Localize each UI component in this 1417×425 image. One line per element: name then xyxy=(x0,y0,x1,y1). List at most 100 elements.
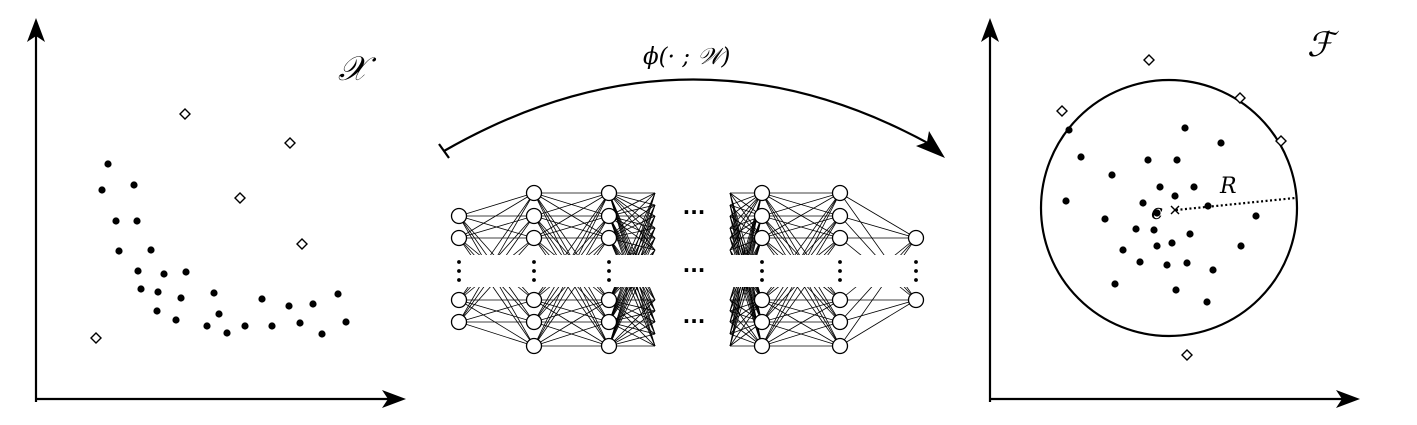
normal-point xyxy=(147,246,155,254)
ellipsis-dot xyxy=(914,269,918,273)
network-edge xyxy=(839,192,917,239)
normal-point xyxy=(1101,215,1109,223)
feature-space-y-arrowhead xyxy=(981,18,999,42)
network-node xyxy=(525,229,543,247)
normal-point xyxy=(1252,212,1260,220)
normal-point xyxy=(210,289,218,297)
ellipsis-dot xyxy=(760,260,764,264)
normal-point xyxy=(153,307,161,315)
network-edge xyxy=(458,192,535,217)
anomaly-point xyxy=(284,137,296,149)
normal-point xyxy=(104,160,112,168)
network-node xyxy=(753,184,771,202)
feature-space-panel: ℱ c R xyxy=(981,18,1360,408)
network-edge xyxy=(761,321,841,347)
input-space-normal-points xyxy=(98,160,350,338)
normal-point xyxy=(177,294,185,302)
ellipsis-dot xyxy=(760,278,764,282)
network-edge xyxy=(608,310,656,347)
network-node xyxy=(753,291,771,309)
network-edge xyxy=(533,299,610,347)
network-edge xyxy=(458,299,535,347)
network-edge xyxy=(458,299,535,323)
network-edge xyxy=(533,321,610,347)
network-vertical-ellipses xyxy=(457,260,918,282)
normal-point xyxy=(98,186,106,194)
network-node xyxy=(600,229,618,247)
feature-space-x-arrowhead xyxy=(1336,390,1360,408)
network-edges xyxy=(445,192,930,347)
normal-point xyxy=(1163,261,1171,269)
normal-point xyxy=(1190,183,1198,191)
network-edge xyxy=(533,192,610,239)
network-edge xyxy=(608,321,656,347)
radius-line xyxy=(1175,196,1296,212)
network-node xyxy=(907,291,925,309)
ellipsis-dot xyxy=(532,278,536,282)
network-node xyxy=(831,229,849,247)
input-space-anomalies xyxy=(90,108,308,344)
ellipsis-dot xyxy=(607,269,611,273)
radius-label: R xyxy=(1219,174,1237,199)
network-node xyxy=(525,337,543,355)
ellipsis-dot xyxy=(607,260,611,264)
network-edge xyxy=(608,299,656,347)
ellipsis-dot xyxy=(760,269,764,273)
network-edge xyxy=(839,299,917,323)
ellipsis-dot xyxy=(914,260,918,264)
anomaly-point xyxy=(1234,92,1246,104)
network-edge xyxy=(533,215,610,239)
network-ellipsis-bottom: ··· xyxy=(683,309,706,333)
normal-point xyxy=(1217,139,1225,147)
anomaly-point xyxy=(90,332,102,344)
ellipsis-dot xyxy=(457,260,461,264)
normal-point xyxy=(318,330,326,338)
normal-point xyxy=(112,217,120,225)
mapping-label: ϕ(· ; 𝒲) xyxy=(643,44,730,70)
network-edge xyxy=(839,299,917,347)
network-ellipsis-middle: ··· xyxy=(683,258,706,282)
normal-point xyxy=(1062,197,1070,205)
network-node xyxy=(831,291,849,309)
normal-point xyxy=(1119,246,1127,254)
network-node xyxy=(753,313,771,331)
feature-space-label: ℱ xyxy=(1307,25,1340,65)
normal-point xyxy=(1168,239,1176,247)
network-node xyxy=(600,313,618,331)
anomaly-point xyxy=(1143,54,1155,66)
normal-point xyxy=(1150,226,1158,234)
normal-point xyxy=(172,316,180,324)
network-node xyxy=(600,184,618,202)
ellipsis-dot xyxy=(838,260,842,264)
center-marker xyxy=(1170,205,1180,215)
network-edge xyxy=(761,215,841,239)
mapping-arrow-group: ϕ(· ; 𝒲) xyxy=(438,44,945,159)
network-node xyxy=(450,313,468,331)
ellipsis-dot xyxy=(914,278,918,282)
network-edge xyxy=(458,321,535,347)
network-node xyxy=(525,207,543,225)
network-edge xyxy=(729,299,763,347)
normal-point xyxy=(1173,156,1181,164)
ellipsis-dot xyxy=(457,269,461,273)
network-edge xyxy=(608,192,656,217)
normal-point xyxy=(223,329,231,337)
hypersphere-boundary xyxy=(1039,78,1299,338)
normal-point xyxy=(133,217,141,225)
normal-point xyxy=(1183,259,1191,267)
feature-space-normal-points xyxy=(1062,124,1260,306)
normal-point xyxy=(1153,242,1161,250)
network-node xyxy=(753,207,771,225)
input-space-panel: 𝒳 xyxy=(27,18,406,408)
anomaly-point xyxy=(234,192,246,204)
network-node xyxy=(831,207,849,225)
normal-point xyxy=(154,288,162,296)
anomaly-point xyxy=(1056,105,1068,117)
normal-point xyxy=(1203,298,1211,306)
network-nodes xyxy=(450,184,925,355)
normal-point xyxy=(285,302,293,310)
network-node xyxy=(907,229,925,247)
network-node xyxy=(525,184,543,202)
anomaly-point xyxy=(179,108,191,120)
